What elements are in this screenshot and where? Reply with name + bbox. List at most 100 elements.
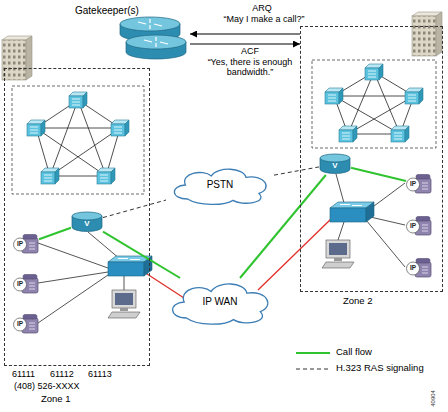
pc-icon: [322, 240, 354, 268]
phone-shape: [13, 313, 39, 335]
router-arrows: [144, 37, 168, 47]
pc-icon: [108, 290, 140, 318]
legend-text: H.323 RAS signaling: [336, 363, 424, 374]
ras-arrow: [190, 44, 300, 45]
call-manager-icon: [41, 168, 59, 184]
extension-number: 61111: [12, 369, 35, 379]
ip-badge: [407, 262, 420, 275]
voice-router: V: [71, 211, 103, 233]
switch-icon: [330, 202, 374, 222]
ras-signaling-line: [274, 167, 319, 175]
number-range: (408) 526-XXXX: [14, 381, 80, 391]
message-label: ACF: [240, 46, 260, 56]
phone-shape: [13, 273, 39, 295]
ip-phone: IP: [13, 313, 39, 335]
monitor-stand: [120, 308, 128, 311]
voice-router: V: [319, 153, 351, 175]
phone-shape: [406, 257, 432, 279]
phone-label: IP: [14, 321, 27, 328]
call-manager-icon: [405, 88, 423, 104]
ip-badge: [407, 178, 420, 191]
ip-phone: IP: [13, 233, 39, 255]
phone-shape: [406, 215, 432, 237]
phone-label: IP: [14, 281, 27, 288]
screen: [329, 243, 347, 255]
switch-arrows: [118, 259, 140, 260]
call-manager-icon: [325, 88, 343, 104]
cluster-mesh: [334, 72, 414, 134]
zone-region: Zone 1VIPIPIP: [4, 68, 150, 366]
call-flow-line: [103, 232, 180, 278]
phone-keys: [29, 323, 35, 329]
phone-keys: [29, 243, 35, 249]
call-manager-icon: [391, 126, 409, 142]
call-manager-icon: [69, 92, 87, 108]
ras-arrow: [190, 34, 300, 35]
ip-badge: [407, 220, 420, 233]
ip-phone: IP: [406, 173, 432, 195]
screen: [115, 293, 133, 305]
gatekeeper-icon: [120, 17, 186, 59]
phone-shape: [13, 233, 39, 255]
cluster-outline: [312, 60, 436, 148]
switch-arrows: [340, 205, 362, 206]
call-manager-icon: [27, 120, 45, 136]
router-top: [72, 212, 102, 220]
phone-label: IP: [407, 223, 420, 230]
building-icon: [412, 12, 442, 56]
router-top: [126, 35, 186, 49]
zone-region: Zone 2VIPIPIP: [300, 26, 443, 292]
phone-handset: [416, 175, 430, 180]
ip-phone: IP: [13, 273, 39, 295]
phone-label: IP: [407, 181, 420, 188]
legend-sample-line: [296, 369, 330, 370]
call-manager-icon: [111, 120, 129, 136]
gatekeeper-node: Gatekeeper(s): [72, 4, 190, 64]
monitor-stand: [334, 258, 342, 261]
phone-keys: [422, 183, 428, 189]
phone-label: IP: [14, 241, 27, 248]
lan-wire: [38, 232, 124, 323]
figure-id: 40904: [430, 390, 437, 407]
ip-badge: [14, 318, 27, 331]
message-text: “May I make a call?”: [223, 14, 304, 24]
phone-handset: [23, 275, 37, 280]
call-manager-icon: [97, 168, 115, 184]
ras-signaling-line: [103, 200, 166, 218]
router-label: V: [71, 220, 103, 228]
extension-number: 61113: [88, 369, 112, 379]
gate-label: Gatekeeper(s): [75, 5, 139, 17]
router-top: [320, 154, 350, 162]
keyboard: [108, 312, 140, 318]
call-manager-icon: [339, 126, 357, 142]
keyboard: [322, 262, 354, 268]
call-flow-line: [351, 168, 406, 181]
message-label: ARQ: [251, 3, 273, 13]
call-manager-icon: [365, 64, 383, 80]
switch-icon: [108, 256, 152, 276]
ip-phone: IP: [406, 257, 432, 279]
network-cloud: PSTN: [166, 164, 274, 206]
router-label: V: [319, 162, 351, 170]
monitor: [112, 290, 136, 308]
cluster-outline: [12, 86, 144, 194]
cluster-mesh: [36, 100, 120, 176]
legend-text: Call flow: [336, 347, 372, 358]
phone-handset: [23, 315, 37, 320]
phone-shape: [406, 173, 432, 195]
zone-label: Zone 2: [343, 296, 373, 307]
cloud-label: IP WAN: [164, 296, 276, 308]
phone-keys: [29, 283, 35, 289]
phone-keys: [422, 267, 428, 273]
ip-badge: [14, 278, 27, 291]
ip-phone: IP: [406, 215, 432, 237]
message-text: “Yes, there is enough bandwidth.”: [205, 57, 295, 78]
phone-handset: [416, 217, 430, 222]
network-cloud: IP WAN: [164, 278, 276, 326]
phone-handset: [23, 235, 37, 240]
legend-sample-line: [296, 352, 330, 354]
zone-label: Zone 1: [41, 394, 71, 405]
router-top: [120, 17, 180, 31]
switch-front: [330, 208, 366, 222]
